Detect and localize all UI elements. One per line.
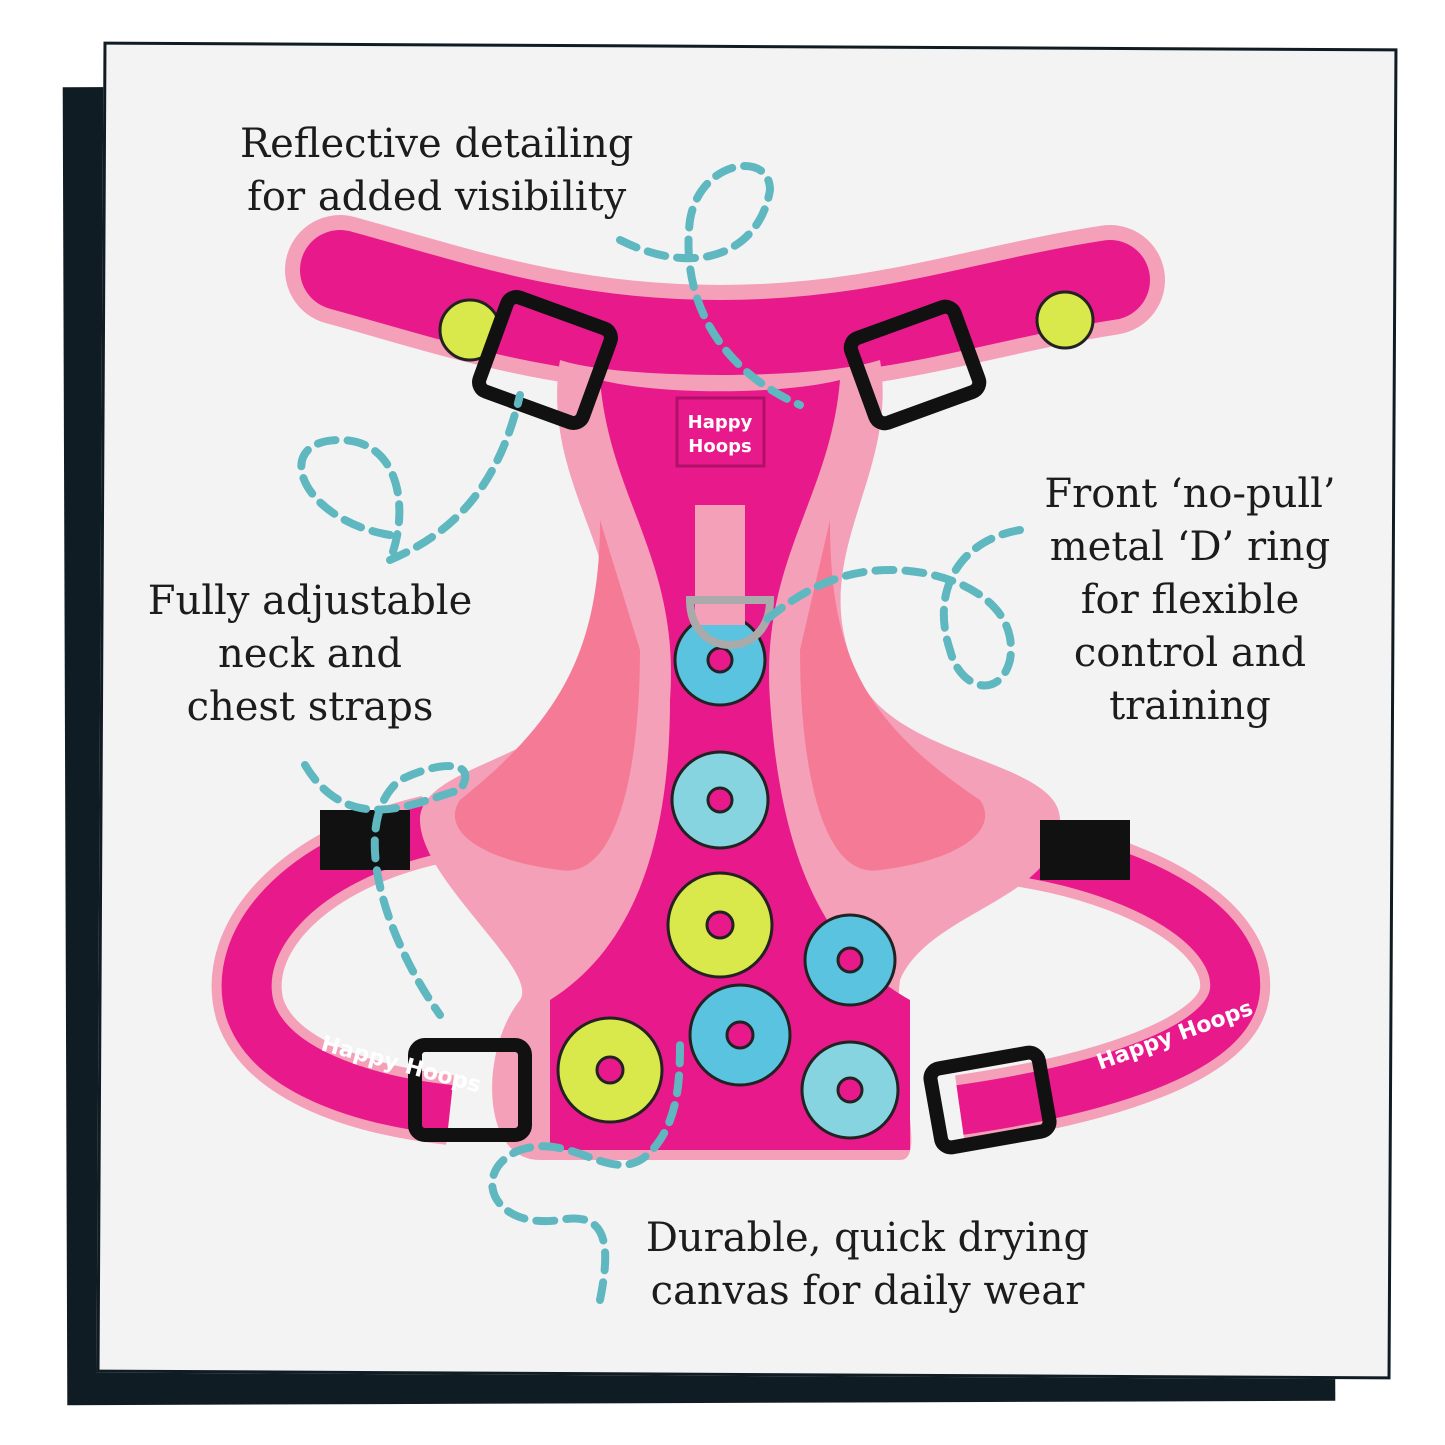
svg-text:Hoops: Hoops [688, 436, 751, 457]
callout-arrows [297, 162, 1024, 1304]
callout-line: chest straps [186, 684, 434, 730]
callout-line: metal ‘D’ ring [1049, 524, 1331, 570]
side-clip-right [1040, 820, 1130, 880]
callout-line: training [1109, 683, 1271, 729]
arrow-d-ring [756, 526, 1024, 690]
callout-line: for flexible [1080, 577, 1300, 623]
callout-line: Front ‘no-pull’ [1044, 471, 1336, 517]
callout-line: Fully adjustable [147, 578, 473, 624]
d-ring-tab [695, 505, 745, 625]
callout-line: canvas for daily wear [650, 1268, 1085, 1314]
slider-buckles [408, 290, 1057, 1155]
svg-text:Happy: Happy [688, 412, 753, 433]
callout-line: neck and [217, 631, 402, 677]
callout-canvas: Durable, quick drying canvas for daily w… [635, 1212, 1100, 1318]
callout-d-ring: Front ‘no-pull’ metal ‘D’ ring for flexi… [1030, 468, 1350, 733]
arrow-canvas [488, 1036, 684, 1304]
callout-reflective: Reflective detailing for added visibilit… [240, 118, 633, 224]
brand-logo-patch: Happy Hoops [675, 396, 766, 468]
arrow-adjustable-neck [297, 391, 524, 564]
mesh-right [800, 520, 986, 871]
callout-line: control and [1073, 630, 1307, 676]
donut-pattern [438, 290, 1095, 1140]
mesh-left [454, 520, 640, 871]
arrow-reflective [616, 162, 804, 409]
callout-adjustable: Fully adjustable neck and chest straps [140, 575, 480, 734]
callout-line: Durable, quick drying [645, 1215, 1090, 1261]
arrow-chest [301, 761, 470, 1019]
d-ring [685, 596, 775, 649]
callout-line: Reflective detailing [240, 121, 634, 167]
callout-line: for added visibility [247, 174, 627, 220]
side-clip-left [320, 810, 410, 870]
